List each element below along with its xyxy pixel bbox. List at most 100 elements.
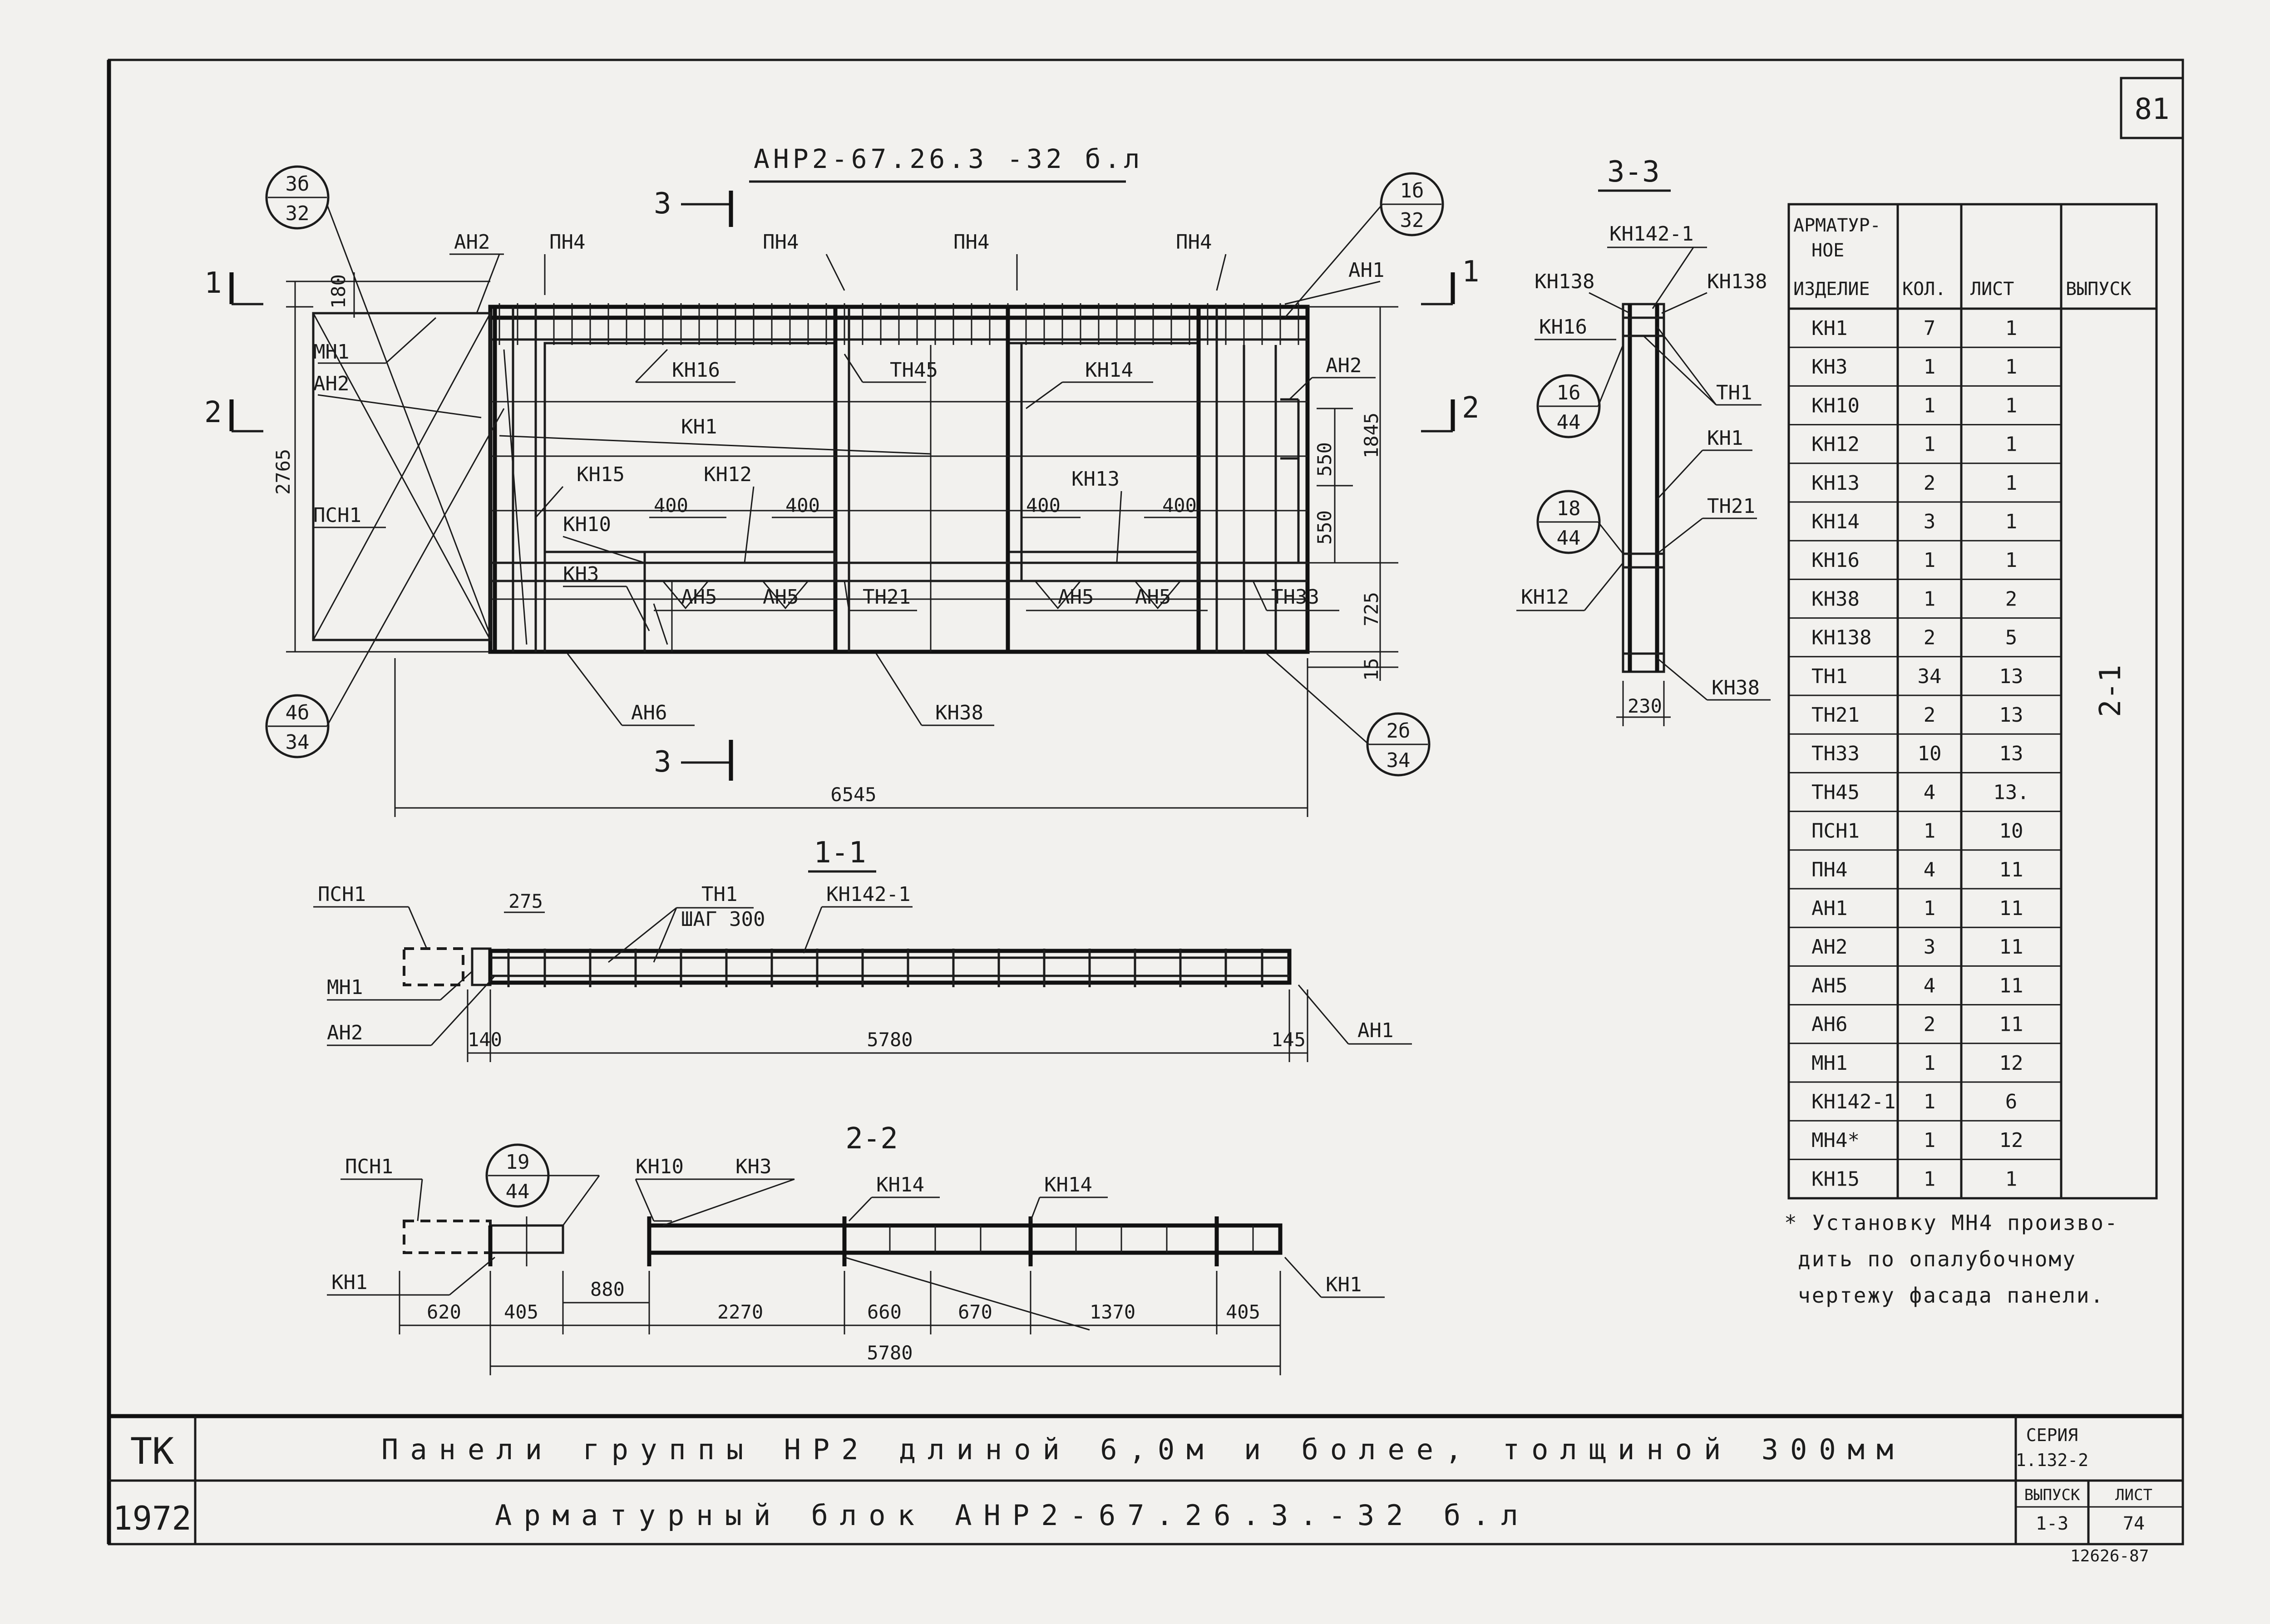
cut-3-top: 3 — [654, 187, 671, 221]
title-line-2: Арматурный блок АНР2-67.26.3.-32 б.л — [495, 1499, 1530, 1532]
table-cell-item: КН138 — [1811, 626, 1871, 650]
front-labels: АН2 ПН4 ПН4 ПН4 ПН4 АН1 МН1 АН2 ПСН1 КН1… — [313, 231, 1384, 726]
section-1-1: 1-1 ПСН1 ТН1 ШАГ 300 КН142-1 МН1 АН2 АН — [313, 836, 1412, 1062]
header-sheet: ЛИСТ — [1970, 279, 2014, 300]
table-cell-sheet: 11 — [1999, 858, 2023, 881]
dim-660: 660 — [867, 1301, 902, 1323]
label-kn138-left: КН138 — [1535, 270, 1594, 293]
svg-text:34: 34 — [1387, 749, 1411, 772]
label-kn142-11: КН142-1 — [826, 883, 910, 906]
table-cell-qty: 1 — [1924, 1052, 1936, 1075]
label-kn38-33: КН38 — [1712, 676, 1760, 699]
label-tn45: ТН45 — [890, 359, 938, 382]
note-line-1: * Установку МН4 произво- — [1784, 1211, 2119, 1235]
label-kn1-33: КН1 — [1707, 427, 1743, 450]
dim-140: 140 — [468, 1029, 502, 1051]
dim-400-d: 400 — [1162, 494, 1197, 517]
svg-text:18: 18 — [1557, 497, 1581, 520]
dim-6545: 6545 — [830, 783, 876, 806]
table-cell-sheet: 11 — [1999, 935, 2023, 959]
table-cell-sheet: 1 — [2005, 355, 2018, 379]
label-kn13: КН13 — [1071, 468, 1120, 491]
table-cell-sheet: 13. — [1993, 781, 2029, 804]
label-kn16-33: КН16 — [1539, 315, 1587, 339]
dim-15: 15 — [1360, 658, 1382, 681]
table-cell-qty: 1 — [1924, 1167, 1936, 1191]
svg-text:2б: 2б — [1387, 719, 1411, 743]
table-cell-qty: 3 — [1924, 935, 1936, 959]
label-ah2-top: АН2 — [454, 231, 490, 254]
org-code: ТК — [130, 1430, 174, 1472]
callout-18-44: 18 44 — [1536, 490, 1624, 554]
dim-5780-11: 5780 — [867, 1029, 913, 1051]
label-kn1-22-right: КН1 — [1326, 1273, 1362, 1296]
table-cell-sheet: 1 — [2005, 472, 2018, 495]
table-cell-sheet: 12 — [1999, 1129, 2023, 1152]
dim-1370: 1370 — [1090, 1301, 1135, 1323]
label-kn3-22: КН3 — [735, 1155, 771, 1178]
table-cell-item: МН4* — [1811, 1129, 1860, 1152]
title-line-1: Панели группы НР2 длиной 6,0м и более, т… — [381, 1433, 1905, 1466]
specification-table: АРМАТУР- НОЕ ИЗДЕЛИЕ КОЛ. ЛИСТ ВЫПУСК 2-… — [1787, 203, 2158, 1200]
table-cell-item: КН10 — [1811, 394, 1860, 417]
cut-3-bottom: 3 — [654, 745, 671, 779]
table-cell-sheet: 1 — [2005, 317, 2018, 340]
dim-5780-22: 5780 — [867, 1342, 913, 1364]
table-cell-qty: 1 — [1924, 394, 1936, 417]
dim-550-upper: 550 — [1313, 442, 1336, 477]
label-pn4-4: ПН4 — [1176, 231, 1212, 254]
psn1-block — [312, 312, 492, 641]
series-label: СЕРИЯ — [2026, 1425, 2078, 1445]
table-cell-qty: 2 — [1924, 704, 1936, 727]
label-mn1: МН1 — [313, 340, 349, 364]
header-item-1: АРМАТУР- — [1793, 215, 1881, 236]
table-cell-item: ТН1 — [1811, 665, 1847, 688]
table-cell-sheet: 6 — [2005, 1090, 2018, 1113]
table-cell-item: ТН21 — [1811, 704, 1860, 727]
table-cell-item: КН1 — [1811, 317, 1847, 340]
label-kn138-right: КН138 — [1707, 270, 1767, 293]
note-line-2: дить по опалубочному — [1798, 1247, 2077, 1271]
footnote: * Установку МН4 произво- дить по опалубо… — [1784, 1211, 2119, 1308]
dim-620: 620 — [427, 1301, 461, 1323]
label-kn14-front: КН14 — [1085, 359, 1133, 382]
sheet-frame — [108, 59, 2184, 1545]
dim-275: 275 — [508, 890, 543, 912]
label-ah2-11: АН2 — [327, 1021, 363, 1044]
label-pn4-1: ПН4 — [549, 231, 585, 254]
svg-text:44: 44 — [1557, 411, 1581, 434]
label-ah1-11: АН1 — [1357, 1019, 1393, 1042]
table-cell-qty: 3 — [1924, 510, 1936, 533]
front-elevation — [312, 303, 1310, 654]
dim-880: 880 — [590, 1278, 625, 1300]
label-mn1-11: МН1 — [327, 976, 363, 999]
label-ah2-left: АН2 — [313, 372, 349, 395]
dim-230: 230 — [1628, 695, 1662, 717]
svg-text:44: 44 — [506, 1180, 530, 1203]
header-item-3: ИЗДЕЛИЕ — [1793, 279, 1870, 300]
sheet-number-box: 81 — [2120, 77, 2184, 139]
svg-text:32: 32 — [286, 202, 310, 225]
table-cell-sheet: 11 — [1999, 897, 2023, 920]
label-tn1-33: ТН1 — [1716, 381, 1752, 404]
label-kn3-front: КН3 — [563, 563, 599, 586]
table-cell-qty: 1 — [1924, 355, 1936, 379]
dim-400-c: 400 — [1026, 494, 1061, 517]
note-line-3: чертежу фасада панели. — [1798, 1283, 2104, 1308]
dim-670: 670 — [958, 1301, 992, 1323]
table-cell-sheet: 13 — [1999, 665, 2023, 688]
table-cell-qty: 1 — [1924, 1129, 1936, 1152]
label-kn15: КН15 — [577, 463, 625, 486]
table-cell-qty: 1 — [1924, 820, 1936, 843]
table-cell-item: КН3 — [1811, 355, 1847, 379]
table-cell-qty: 10 — [1918, 742, 1942, 765]
sheet-value: 74 — [2123, 1513, 2145, 1534]
svg-text:19: 19 — [506, 1151, 530, 1174]
table-cell-qty: 4 — [1924, 781, 1936, 804]
table-cell-item: ТН33 — [1811, 742, 1860, 765]
label-psn1-22: ПСН1 — [345, 1155, 393, 1178]
issue-label: ВЫПУСК — [2024, 1486, 2080, 1504]
svg-text:1б: 1б — [1400, 179, 1424, 202]
archive-stamp: 12626-87 — [2070, 1547, 2149, 1565]
table-cell-qty: 4 — [1924, 858, 1936, 881]
